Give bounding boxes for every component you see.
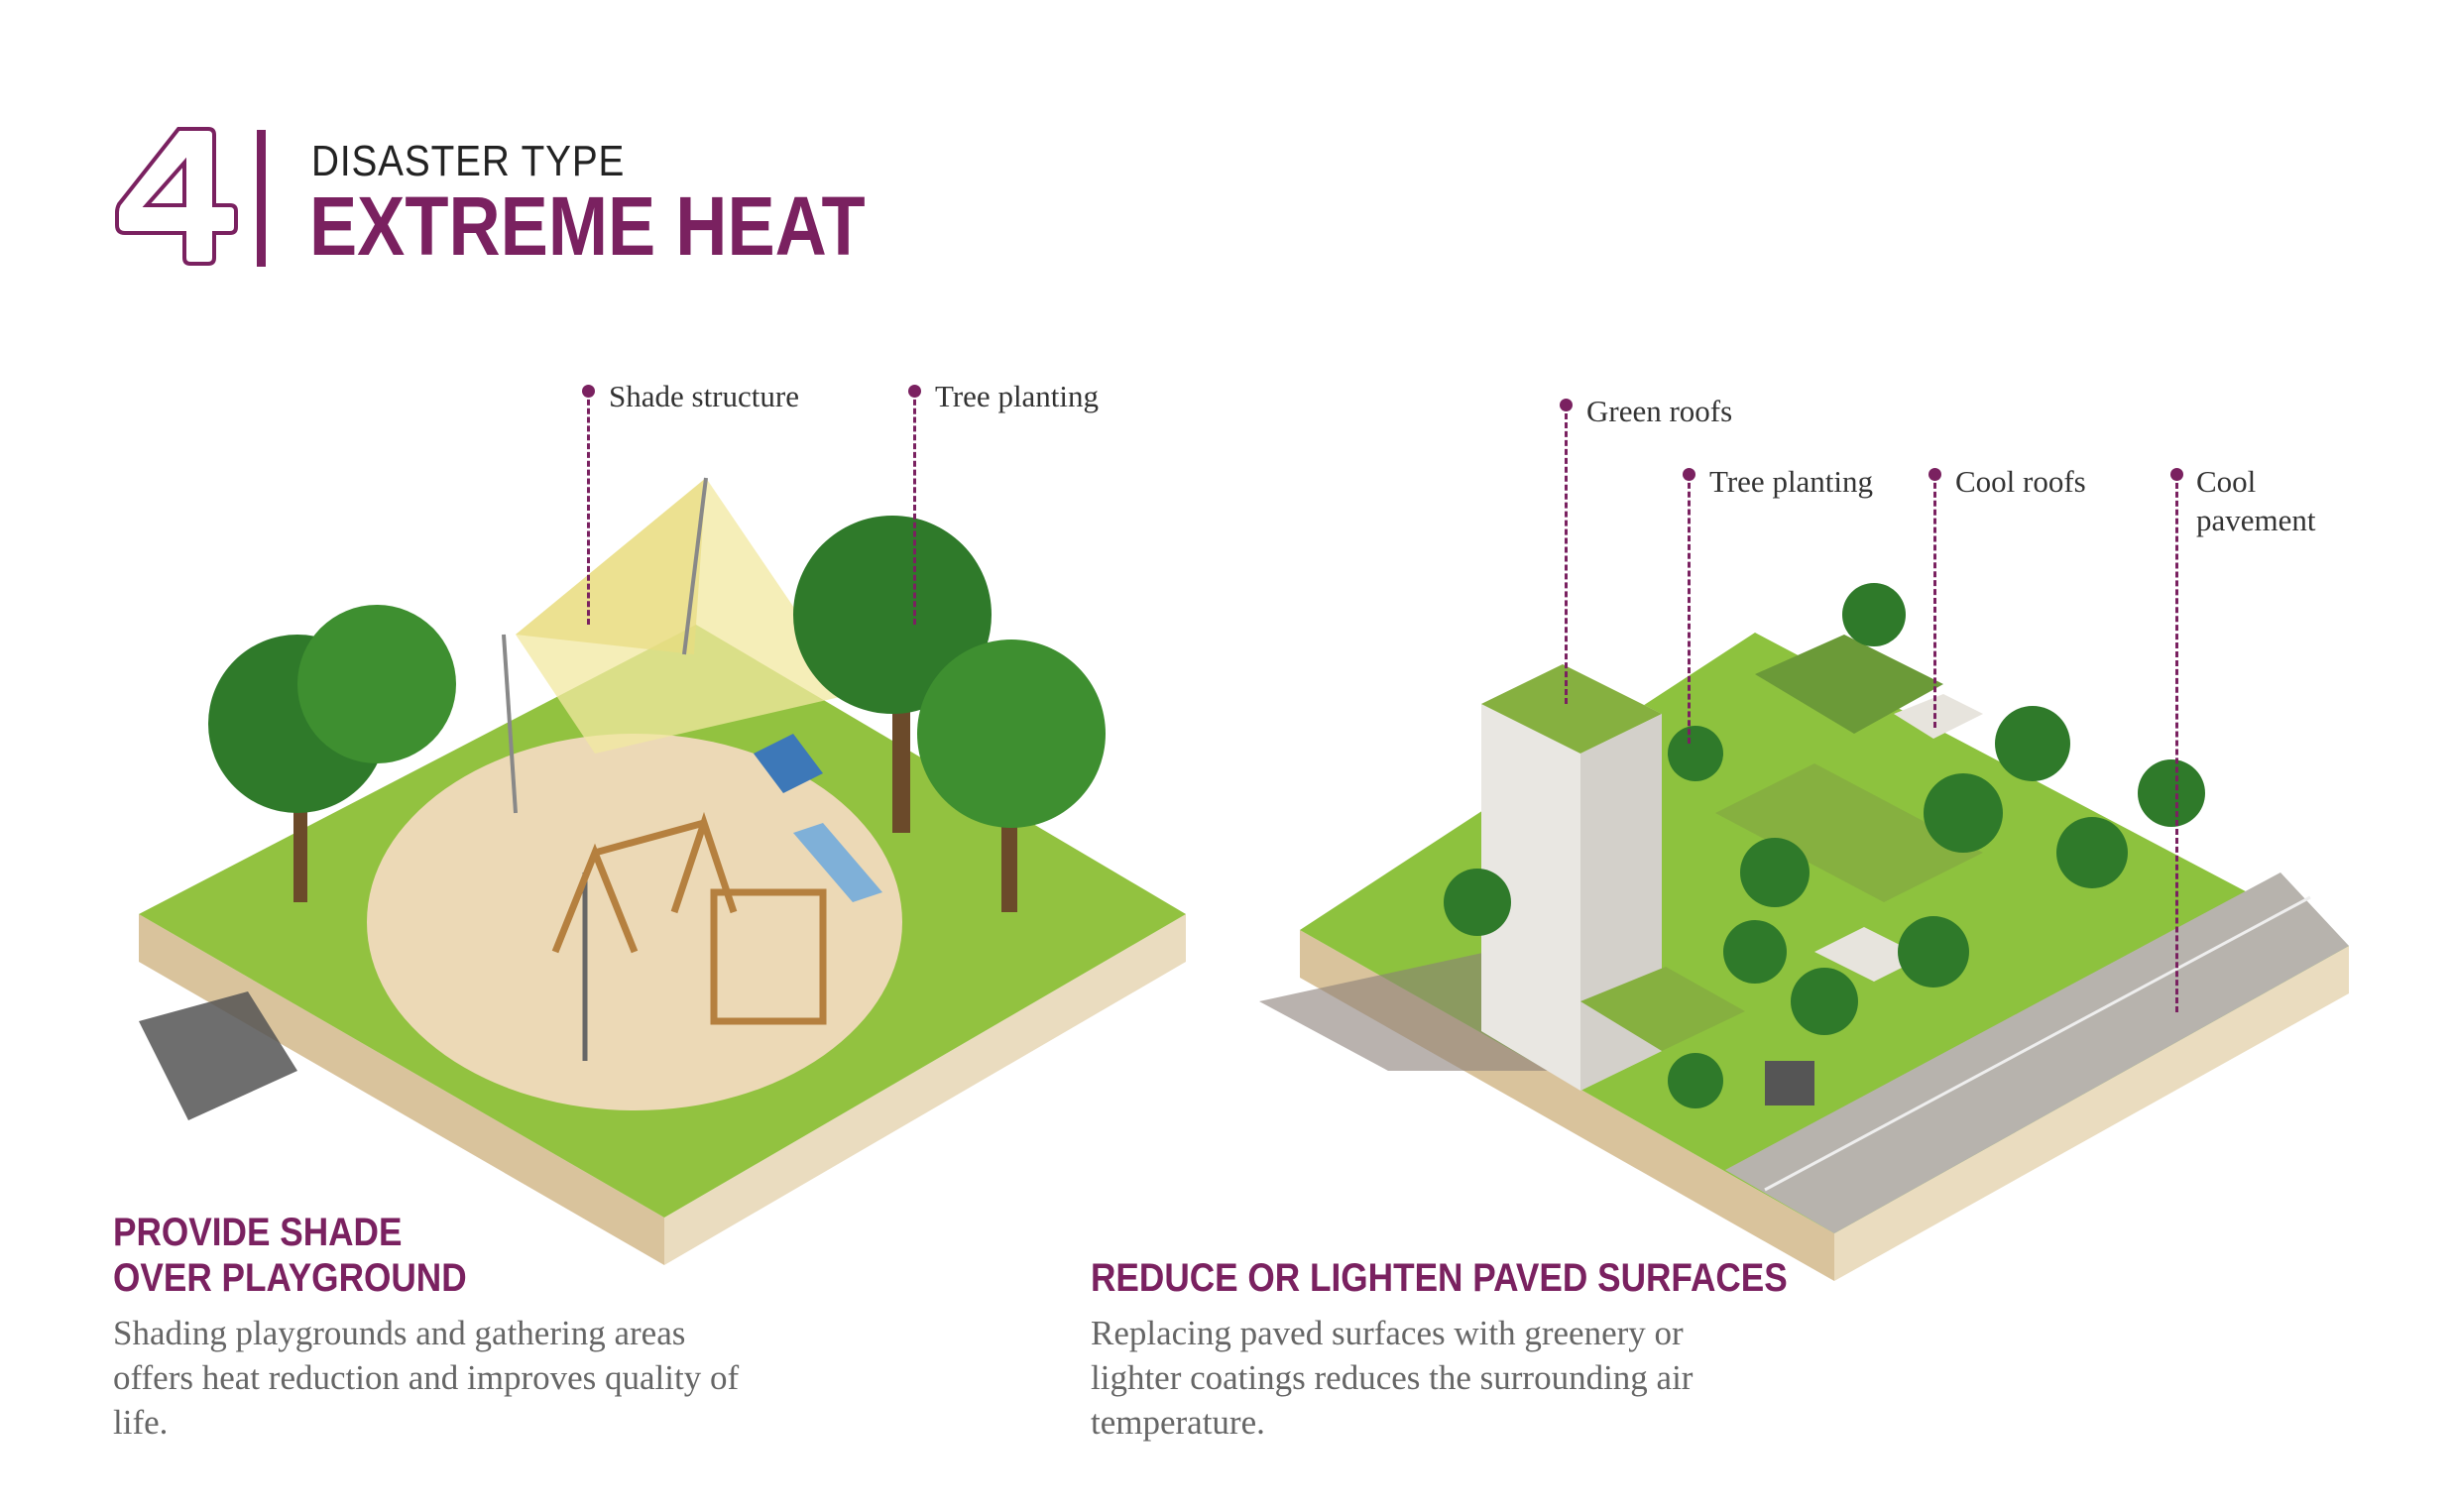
tree-icon xyxy=(208,516,1106,912)
callout-marker xyxy=(1683,468,1695,481)
right-heading: REDUCE OR LIGHTEN PAVED SURFACES xyxy=(1091,1256,1788,1300)
tree-icon xyxy=(1444,583,2205,1108)
body-line: life. xyxy=(113,1403,169,1442)
callout-marker xyxy=(1560,399,1573,411)
callout-marker xyxy=(2170,468,2183,481)
callout-shade-structure: Shade structure xyxy=(609,379,799,413)
right-body: Replacing paved surfaces with greenery o… xyxy=(1091,1311,1693,1445)
callout-line: Cool xyxy=(2196,464,2257,499)
callout-cool-roofs: Cool roofs xyxy=(1955,464,2086,499)
callout-cool-pavement: Cool pavement xyxy=(2196,462,2316,539)
urban-block-illustration xyxy=(1259,583,2349,1281)
body-line: Shading playgrounds and gathering areas xyxy=(113,1314,686,1352)
callout-marker xyxy=(908,385,921,398)
callout-marker xyxy=(1928,468,1941,481)
body-line: temperature. xyxy=(1091,1403,1265,1442)
green-roofs-leader-line xyxy=(1565,405,1568,704)
body-line: offers heat reduction and improves quali… xyxy=(113,1358,740,1397)
disaster-type-kicker: DISASTER TYPE xyxy=(311,137,626,185)
tree-planting-leader-line xyxy=(1688,474,1691,744)
playground-illustration xyxy=(139,477,1186,1265)
shade-structure-leader-line xyxy=(587,391,590,625)
cool-pavement-leader-line xyxy=(2175,474,2178,1012)
left-heading: PROVIDE SHADE OVER PLAYGROUND xyxy=(113,1210,467,1301)
number-four-outline xyxy=(115,127,238,266)
callout-green-roofs: Green roofs xyxy=(1586,394,1733,428)
header-divider xyxy=(257,130,266,267)
callout-marker xyxy=(582,385,595,398)
left-body: Shading playgrounds and gathering areas … xyxy=(113,1311,739,1445)
heading-line: OVER PLAYGROUND xyxy=(113,1256,467,1300)
heading-line: PROVIDE SHADE xyxy=(113,1211,403,1254)
callout-line: pavement xyxy=(2196,503,2316,537)
body-line: lighter coatings reduces the surrounding… xyxy=(1091,1358,1694,1397)
callout-tree-planting: Tree planting xyxy=(1709,464,1874,499)
cool-roofs-leader-line xyxy=(1933,474,1936,728)
body-line: Replacing paved surfaces with greenery o… xyxy=(1091,1314,1684,1352)
page-title: EXTREME HEAT xyxy=(309,179,866,273)
callout-tree-planting: Tree planting xyxy=(935,379,1100,413)
tree-planting-leader-line xyxy=(913,391,916,625)
